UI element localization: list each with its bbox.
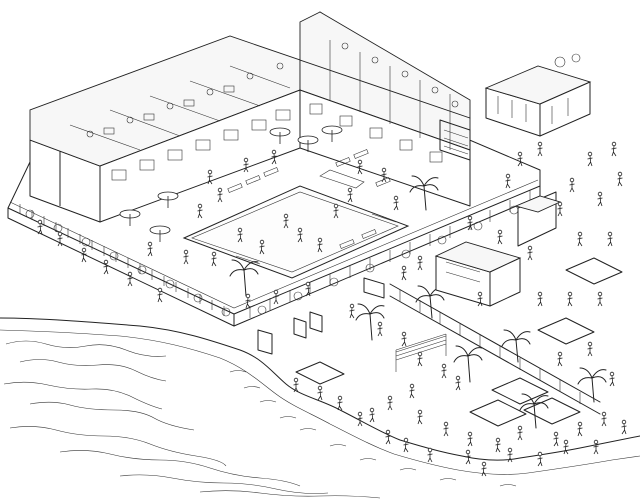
- beachgoer: [217, 187, 223, 203]
- beachgoer: [621, 419, 627, 435]
- beachgoer: [417, 351, 423, 367]
- beachgoer: [465, 449, 471, 465]
- beachgoer: [537, 141, 543, 157]
- beachgoer: [427, 447, 433, 463]
- beachgoer: [477, 291, 483, 307]
- beachgoer: [245, 293, 251, 309]
- pool-umbrellas: [119, 125, 391, 249]
- beachgoer: [147, 241, 153, 257]
- beachgoer: [81, 247, 87, 263]
- beachgoer: [37, 219, 43, 235]
- hotel-right-wing: [299, 11, 471, 207]
- beachgoer: [385, 429, 391, 445]
- sand-cabanas: [295, 257, 623, 427]
- swimming-pool: [182, 169, 410, 279]
- beachgoer: [381, 167, 387, 183]
- beachgoer: [417, 409, 423, 425]
- beachgoer: [587, 151, 593, 167]
- beachgoer: [57, 231, 63, 247]
- beachgoer: [417, 255, 423, 271]
- beachgoer: [259, 239, 265, 255]
- beachgoer: [441, 363, 447, 379]
- beachgoer: [593, 439, 599, 455]
- gate-structures: [257, 277, 385, 355]
- beachgoer: [557, 201, 563, 217]
- beachgoer: [243, 157, 249, 173]
- beachgoer: [607, 231, 613, 247]
- beachgoer: [393, 195, 399, 211]
- beachgoer: [537, 291, 543, 307]
- beachgoer: [611, 141, 617, 157]
- beachgoer: [577, 231, 583, 247]
- beachgoer: [271, 149, 277, 165]
- ocean: [0, 317, 640, 499]
- beachgoer: [337, 395, 343, 411]
- beachgoer: [403, 437, 409, 453]
- beachgoer: [305, 281, 311, 297]
- beachgoer: [409, 383, 415, 399]
- beachgoer: [401, 331, 407, 347]
- beachgoer: [157, 287, 163, 303]
- beachgoer: [387, 395, 393, 411]
- beachgoer: [347, 187, 353, 203]
- beachgoer: [617, 171, 623, 187]
- beachgoer: [207, 169, 213, 185]
- beachgoer: [563, 439, 569, 455]
- beachgoer: [587, 341, 593, 357]
- beachgoer: [517, 151, 523, 167]
- beachgoer: [197, 203, 203, 219]
- beachgoer: [601, 411, 607, 427]
- beach-kiosk: [484, 53, 592, 137]
- beachgoer: [283, 213, 289, 229]
- palm-trees: [229, 175, 607, 429]
- beachgoer: [495, 437, 501, 453]
- beachgoer: [377, 321, 383, 337]
- beachgoer: [557, 351, 563, 367]
- beachgoer: [103, 259, 109, 275]
- beachgoer: [597, 291, 603, 307]
- beachgoer: [357, 411, 363, 427]
- beachgoer: [517, 425, 523, 441]
- beach-fence: [389, 283, 601, 415]
- beachgoer: [211, 251, 217, 267]
- beachgoer: [369, 407, 375, 423]
- beachgoer: [553, 431, 559, 447]
- beachgoer: [127, 271, 133, 287]
- beachgoer: [237, 227, 243, 243]
- beachgoer: [577, 421, 583, 437]
- beachgoer: [467, 431, 473, 447]
- people: [37, 141, 627, 477]
- beachgoer: [505, 173, 511, 189]
- beachgoer: [357, 159, 363, 175]
- beachgoer: [401, 265, 407, 281]
- beachgoer: [497, 229, 503, 245]
- beachgoer: [597, 191, 603, 207]
- beachgoer: [609, 371, 615, 387]
- beachgoer: [273, 289, 279, 305]
- beachgoer: [333, 203, 339, 219]
- beachgoer: [467, 215, 473, 231]
- beachgoer: [183, 249, 189, 265]
- beachgoer: [293, 377, 299, 393]
- beachgoer: [455, 375, 461, 391]
- beachgoer: [349, 303, 355, 319]
- beachgoer: [481, 461, 487, 477]
- beachgoer: [507, 447, 513, 463]
- beach-bar: [434, 191, 562, 307]
- beachgoer: [527, 245, 533, 261]
- beachgoer: [537, 451, 543, 467]
- beachgoer: [297, 227, 303, 243]
- beachgoer: [317, 385, 323, 401]
- beachgoer: [317, 237, 323, 253]
- beachgoer: [567, 291, 573, 307]
- beachgoer: [569, 177, 575, 193]
- beachgoer: [443, 421, 449, 437]
